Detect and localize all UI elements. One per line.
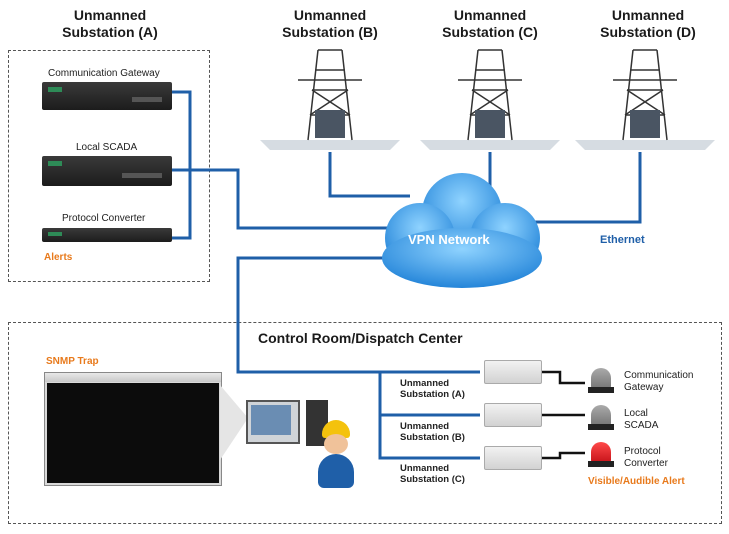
ethernet-label: Ethernet (600, 234, 645, 246)
converter-lamp-icon (588, 442, 614, 468)
vpn-label: VPN Network (408, 232, 490, 247)
terminal-pointer (220, 385, 248, 460)
io-unit-a (484, 360, 542, 384)
snmp-terminal-window (44, 372, 222, 486)
gateway-label: Communication Gateway (48, 68, 160, 79)
visible-alert-label: Visible/Audible Alert (588, 476, 685, 487)
scada-device (42, 156, 172, 186)
io-unit-c (484, 446, 542, 470)
converter-device (42, 228, 172, 242)
substation-b-tower (260, 49, 400, 150)
substation-b-title: Unmanned Substation (B) (282, 7, 378, 40)
computer-monitor-icon (246, 400, 300, 444)
vpn-cloud-icon (382, 173, 542, 288)
control-room-box (8, 322, 722, 524)
alerts-label: Alerts (44, 252, 73, 263)
substation-a-box (8, 50, 210, 282)
row-a-label: Unmanned Substation (A) (400, 378, 465, 400)
converter-label: Protocol Converter (62, 213, 146, 224)
substation-c-title: Unmanned Substation (C) (442, 7, 538, 40)
substation-a-title: Unmanned Substation (A) (62, 7, 158, 40)
scada-lamp-icon (588, 405, 614, 431)
substation-d-tower (575, 49, 715, 150)
row-b-label: Unmanned Substation (B) (400, 421, 465, 443)
operator-icon (316, 420, 356, 490)
alert-converter-label: Protocol Converter (624, 446, 668, 469)
gateway-device (42, 82, 172, 110)
io-unit-b (484, 403, 542, 427)
substation-c-tower (420, 49, 560, 150)
gateway-lamp-icon (588, 368, 614, 394)
row-c-label: Unmanned Substation (C) (400, 463, 465, 485)
control-room-title: Control Room/Dispatch Center (258, 330, 463, 346)
alert-scada-label: Local SCADA (624, 408, 659, 431)
scada-label: Local SCADA (76, 142, 138, 153)
snmp-label: SNMP Trap (46, 356, 99, 367)
alert-gateway-label: Communication Gateway (624, 370, 694, 393)
substation-d-title: Unmanned Substation (D) (600, 7, 696, 40)
